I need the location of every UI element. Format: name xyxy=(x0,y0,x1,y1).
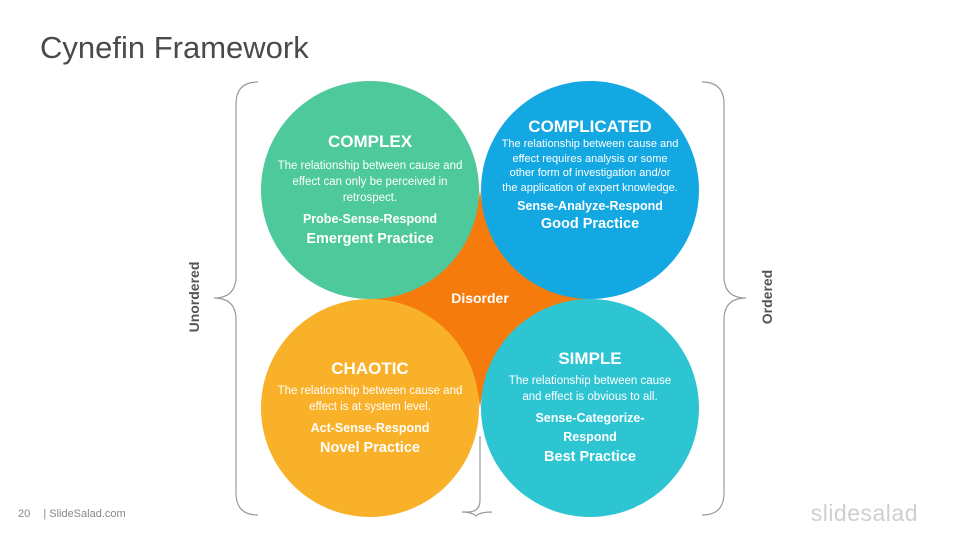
complex-description: The relationship between cause and effec… xyxy=(277,160,463,204)
complicated-title: COMPLICATED xyxy=(528,117,652,136)
complex-quadrant: COMPLEX The relationship between cause a… xyxy=(265,132,475,247)
page-number: 20 xyxy=(18,508,31,520)
complex-practice: Emergent Practice xyxy=(306,231,434,247)
footer: 20 | SlideSalad.com xyxy=(18,508,136,520)
right-brace xyxy=(701,81,747,516)
simple-method: Sense-Categorize-Respond xyxy=(535,411,645,444)
footer-source: | SlideSalad.com xyxy=(43,508,126,520)
simple-description: The relationship between cause and effec… xyxy=(508,375,672,403)
chaotic-title: CHAOTIC xyxy=(331,359,409,378)
complex-title: COMPLEX xyxy=(327,132,413,151)
complicated-quadrant: COMPLICATED The relationship between cau… xyxy=(485,117,695,232)
chaotic-quadrant: CHAOTIC The relationship between cause a… xyxy=(265,359,475,456)
chaotic-description: The relationship between cause and effec… xyxy=(277,385,463,413)
unordered-axis-label: Unordered xyxy=(186,261,202,333)
complicated-circle xyxy=(481,81,699,299)
complex-circle xyxy=(261,81,479,299)
ordered-axis-label: Ordered xyxy=(759,269,775,325)
simple-title: SIMPLE xyxy=(558,349,622,368)
brand-logo: slidesalad xyxy=(810,500,918,526)
disorder-shape xyxy=(370,190,590,408)
simple-circle xyxy=(481,299,699,517)
page-title: Cynefin Framework xyxy=(40,30,309,65)
complicated-method: Sense-Analyze-Respond xyxy=(517,199,663,213)
simple-quadrant: SIMPLE The relationship between cause an… xyxy=(485,349,695,465)
left-brace xyxy=(213,81,259,516)
complicated-description: The relationship between cause and effec… xyxy=(501,138,679,194)
chaotic-practice: Novel Practice xyxy=(320,440,420,456)
complex-method: Probe-Sense-Respond xyxy=(302,212,438,226)
bottom-bracket xyxy=(461,436,493,517)
complicated-practice: Good Practice xyxy=(540,216,640,232)
chaotic-method: Act-Sense-Respond xyxy=(310,421,430,435)
simple-practice: Best Practice xyxy=(544,449,636,465)
chaotic-circle xyxy=(261,299,479,517)
disorder-label: Disorder xyxy=(451,290,509,306)
